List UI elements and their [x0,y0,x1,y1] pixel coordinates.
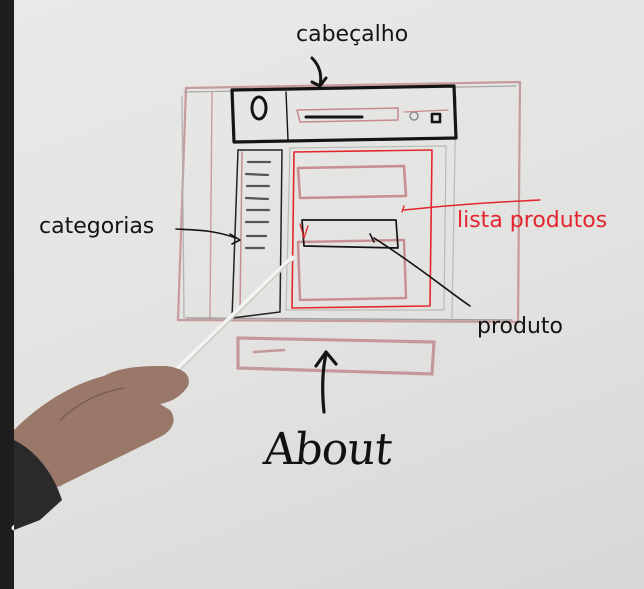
categories-label: categorias [39,214,155,239]
categories-connector [175,228,241,245]
header-label: cabeçalho [296,22,409,47]
search-bar-sketch [296,107,399,123]
product-list-connector [401,199,541,213]
cart-sketch [430,112,442,124]
about-arrow [314,350,338,414]
whiteboard [14,0,644,589]
logo-sketch [250,95,268,121]
header-arrow [310,56,328,88]
about-label: About [261,424,395,475]
icon-sketch [409,111,419,121]
pointer-hand [11,255,295,531]
product-list-label: lista produtos [457,208,608,233]
footer-box [236,336,436,376]
sidebar-box [231,149,283,319]
product-label: produto [477,314,563,339]
product-connector [369,233,471,307]
product-list-box [285,145,447,311]
header-box [230,84,458,144]
